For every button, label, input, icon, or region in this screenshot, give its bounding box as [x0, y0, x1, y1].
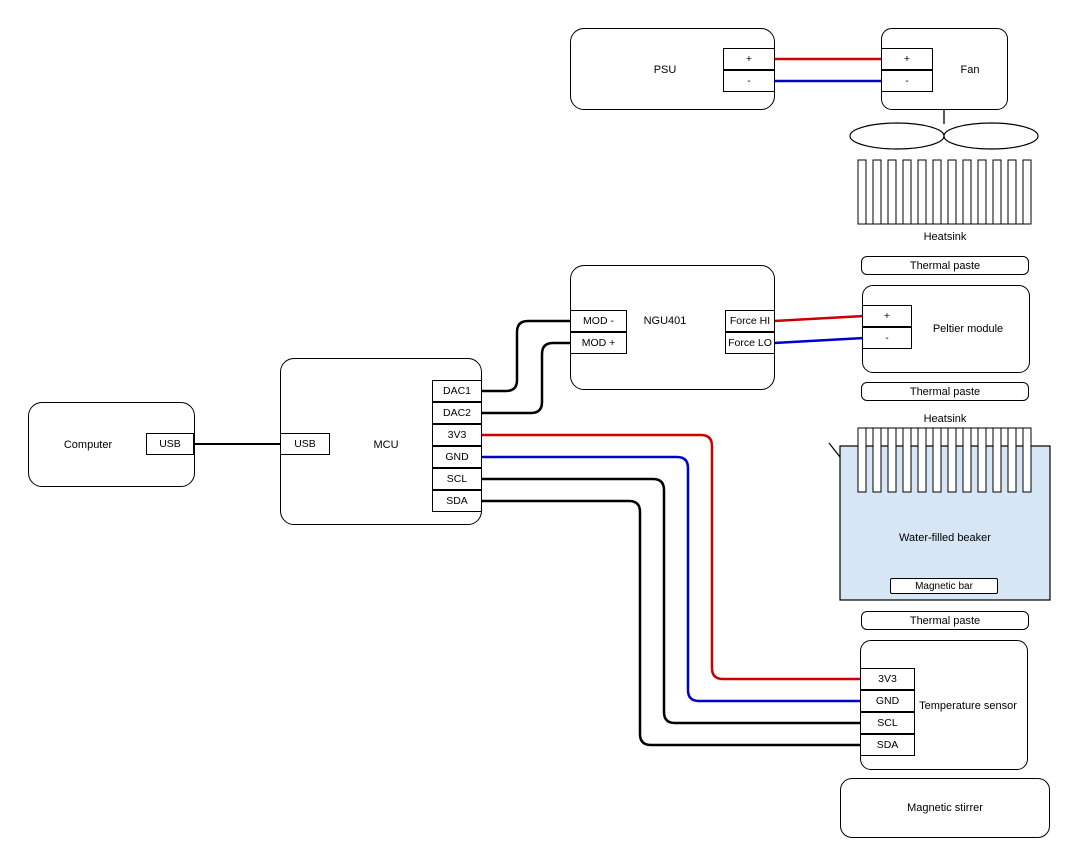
wire-force-lo-to-peltier-minus	[773, 336, 865, 345]
mcu-port-gnd: GND	[432, 446, 482, 468]
psu-port-plus: +	[723, 48, 775, 70]
mcu-port-3v3: 3V3	[432, 424, 482, 446]
computer-usb-port: USB	[146, 433, 194, 455]
wire-dac2-to-mod-plus	[480, 341, 572, 415]
ngu401-port-force-hi: Force HI	[725, 310, 775, 332]
thermal-paste-bottom: Thermal paste	[861, 611, 1029, 630]
fan-blade-left	[849, 122, 945, 150]
beaker-body	[839, 445, 1051, 601]
ngu401-label: NGU401	[643, 315, 687, 327]
heatsink-bottom-fins	[857, 427, 1032, 493]
peltier-label: Peltier module	[932, 323, 1004, 335]
peltier-port-plus: +	[862, 305, 912, 327]
wire-gnd-to-sensor	[480, 455, 862, 703]
wire-force-hi-to-peltier-plus	[773, 314, 865, 323]
thermal-paste-top: Thermal paste	[861, 256, 1029, 275]
fan-port-minus: -	[881, 70, 933, 92]
beaker-label: Water-filled beaker	[899, 532, 991, 544]
psu-port-minus: -	[723, 70, 775, 92]
heatsink-bottom-label: Heatsink	[923, 413, 967, 425]
mcu-label: MCU	[373, 439, 399, 451]
ngu401-port-mod-plus: MOD +	[570, 332, 627, 354]
magnetic-stirrer-box: Magnetic stirrer	[840, 778, 1050, 838]
psu-label: PSU	[653, 64, 677, 76]
sensor-port-3v3: 3V3	[860, 668, 915, 690]
beaker-spout	[828, 442, 841, 458]
sensor-port-sda: SDA	[860, 734, 915, 756]
magnetic-bar: Magnetic bar	[890, 578, 998, 594]
mcu-port-dac1: DAC1	[432, 380, 482, 402]
wire-dac1-to-mod-minus	[480, 319, 572, 393]
temperature-sensor-label: Temperature sensor	[919, 700, 1017, 712]
ngu401-port-mod-minus: MOD -	[570, 310, 627, 332]
ngu401-port-force-lo: Force LO	[725, 332, 775, 354]
sensor-port-scl: SCL	[860, 712, 915, 734]
heatsink-top-label: Heatsink	[923, 231, 967, 243]
heatsink-top-fins	[857, 159, 1032, 225]
peltier-port-minus: -	[862, 327, 912, 349]
sensor-port-gnd: GND	[860, 690, 915, 712]
fan-label: Fan	[960, 64, 980, 76]
fan-port-plus: +	[881, 48, 933, 70]
computer-label: Computer	[63, 439, 113, 451]
wire-scl-to-sensor	[480, 477, 862, 725]
mcu-port-dac2: DAC2	[432, 402, 482, 424]
mcu-usb-port: USB	[280, 433, 330, 455]
mcu-port-scl: SCL	[432, 468, 482, 490]
fan-blade-right	[943, 122, 1039, 150]
wire-sda-to-sensor	[480, 499, 862, 747]
thermal-paste-mid: Thermal paste	[861, 382, 1029, 401]
wire-3v3-to-sensor	[480, 433, 862, 681]
mcu-port-sda: SDA	[432, 490, 482, 512]
